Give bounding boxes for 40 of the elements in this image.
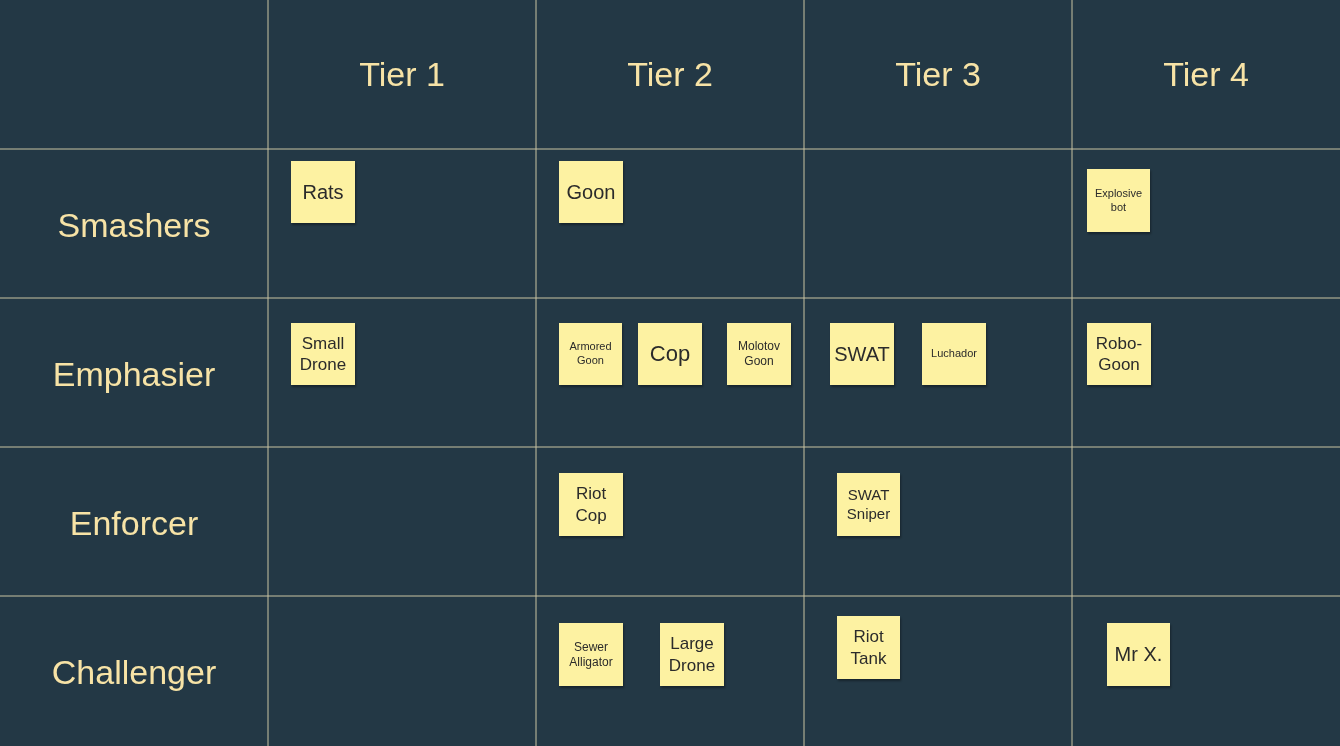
note-text: SWAT Sniper — [845, 485, 892, 524]
row-header: Emphasier — [52, 354, 216, 394]
note-text: Armored Goon — [568, 340, 613, 368]
sticky-note — [837, 473, 900, 536]
sticky-note — [291, 161, 355, 223]
note-text: SWAT — [834, 341, 890, 367]
column-header: Tier 1 — [359, 55, 445, 94]
note-text: Goon — [566, 179, 616, 205]
note-text: Explosive bot — [1093, 186, 1144, 215]
sticky-note — [1087, 323, 1151, 385]
note-text: Riot Cop — [574, 483, 608, 526]
row-header: Smashers — [57, 205, 211, 245]
sticky-note — [922, 323, 986, 385]
note-text: Large Drone — [667, 633, 717, 676]
note-text: Sewer Alligator — [568, 639, 614, 670]
sticky-note — [559, 323, 622, 385]
note-text: Luchador — [931, 347, 977, 361]
sticky-note — [830, 323, 894, 385]
row-header: Challenger — [51, 652, 217, 692]
note-text: Robo-Goon — [1094, 332, 1144, 376]
column-header: Tier 4 — [1163, 55, 1249, 94]
note-text: Molotov Goon — [737, 339, 781, 369]
sticky-note — [1087, 169, 1150, 232]
sticky-note — [727, 323, 791, 385]
column-header: Tier 2 — [627, 55, 713, 94]
sticky-note — [291, 323, 355, 385]
sticky-note — [559, 623, 623, 686]
sticky-note — [660, 623, 724, 686]
sticky-note — [559, 473, 623, 536]
note-text: Mr X. — [1114, 642, 1163, 667]
sticky-note — [638, 323, 702, 385]
note-text: Cop — [649, 340, 691, 368]
sticky-note — [559, 161, 623, 223]
column-header: Tier 3 — [895, 55, 981, 94]
note-text: Rats — [302, 179, 344, 205]
sticky-note — [837, 616, 900, 679]
sticky-note — [1107, 623, 1170, 686]
note-text: Riot Tank — [849, 626, 888, 669]
note-text: Small Drone — [298, 332, 348, 376]
row-header: Enforcer — [69, 503, 199, 543]
